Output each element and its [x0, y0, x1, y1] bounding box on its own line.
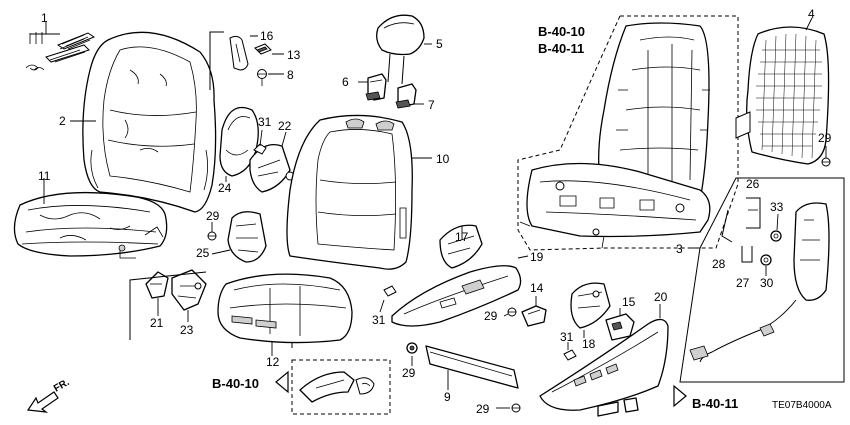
- reference-arrow-left: [275, 370, 289, 394]
- callout-25: 25: [196, 246, 210, 260]
- part-6-headrest-guide-lock: [358, 73, 387, 101]
- part-5-headrest: [376, 14, 432, 85]
- callout-27: 27: [736, 276, 750, 290]
- recliner-handle-reference-box: [291, 359, 391, 415]
- callout-31-a: 31: [258, 115, 272, 129]
- part-2-seatback-cover: [70, 31, 217, 213]
- part-15-power-switch: [605, 308, 635, 341]
- part-22-cover-bracket: [249, 131, 295, 193]
- side-airbag-module: [689, 202, 830, 363]
- callout-4: 4: [808, 7, 815, 21]
- callout-33: 33: [770, 200, 784, 214]
- callout-17: 17: [455, 230, 469, 244]
- part-9-trim-bar: [425, 345, 519, 390]
- callout-10: 10: [436, 152, 450, 166]
- part-29-screw-b: [503, 307, 517, 317]
- callout-31-c: 31: [560, 330, 574, 344]
- part-29-screw-c: [406, 342, 418, 366]
- front-indicator-label: FR.: [52, 377, 72, 395]
- callout-31-b: 31: [372, 313, 386, 327]
- part-20-outer-side-cover: [539, 304, 669, 411]
- callout-11: 11: [38, 169, 51, 183]
- callout-9: 9: [444, 390, 451, 404]
- callout-14: 14: [530, 281, 544, 295]
- part-12-cushion-pad: [129, 271, 353, 356]
- part-25-side-trim: [211, 211, 267, 263]
- callout-29-e: 29: [476, 402, 490, 416]
- part-17-recliner-cover: [439, 224, 483, 269]
- callout-29-c: 29: [484, 309, 498, 323]
- callout-12: 12: [266, 355, 280, 369]
- part-10-seatback-pad: [286, 114, 432, 270]
- part-31-clip-mid: [379, 285, 397, 313]
- diagram-code: TE07B4000A: [772, 400, 832, 411]
- callout-29-d: 29: [402, 366, 416, 380]
- callout-23: 23: [180, 323, 194, 337]
- callout-6: 6: [342, 75, 349, 89]
- callout-8: 8: [287, 68, 294, 82]
- part-26-wire-clip: [746, 197, 761, 229]
- callout-30: 30: [760, 276, 774, 290]
- part-21-trim-cover: [145, 271, 169, 316]
- callout-labels: 1 2 3 4 5 6 7 8 9 10 11 12 13 14 15 16 1…: [38, 7, 832, 416]
- frame-reference-b-40-10: B-40-10: [538, 24, 585, 39]
- knob-reference-parts: [597, 397, 639, 417]
- part-29-screw-d: [496, 403, 521, 413]
- callout-1: 1: [41, 11, 48, 25]
- part-30-nut: [760, 254, 772, 276]
- callout-29-b: 29: [818, 131, 832, 145]
- front-direction-arrow: [26, 391, 59, 413]
- bottom-reference-b-40-10: B-40-10: [212, 376, 259, 391]
- callout-7: 7: [428, 98, 435, 112]
- reference-arrow-right: [673, 384, 687, 408]
- part-4-seatback-panel: [735, 17, 830, 165]
- callout-24: 24: [218, 181, 232, 195]
- part-19-side-cover-outer: [391, 255, 529, 327]
- part-28-wire-clip: [721, 209, 733, 243]
- seat-frame-reference-box: [517, 15, 739, 251]
- callout-16: 16: [260, 29, 274, 43]
- part-11-cushion-cover: [13, 178, 168, 259]
- callout-29-a: 29: [206, 209, 220, 223]
- part-29-screw-a: [207, 222, 217, 241]
- part-7-headrest-guide: [395, 83, 424, 109]
- callout-15: 15: [622, 295, 636, 309]
- bottom-reference-b-40-11: B-40-11: [692, 396, 738, 411]
- callout-19: 19: [530, 250, 544, 264]
- part-31-clip-low: [563, 342, 577, 361]
- part-1-hog-rings: [25, 22, 96, 71]
- callout-5: 5: [436, 37, 443, 51]
- part-31-clip-upper: [253, 129, 267, 155]
- part-18-switch-base: [570, 282, 611, 338]
- callout-13: 13: [287, 48, 301, 62]
- part-29-screw-frame: [821, 146, 831, 167]
- frame-reference-b-40-11: B-40-11: [538, 41, 584, 56]
- callout-28: 28: [712, 257, 726, 271]
- callout-2: 2: [59, 114, 66, 128]
- callout-20: 20: [654, 290, 668, 304]
- part-14-knob: [521, 296, 547, 327]
- part-23-cover: [171, 269, 207, 322]
- callout-26: 26: [746, 177, 760, 191]
- callout-22: 22: [278, 119, 292, 133]
- callout-21: 21: [150, 316, 164, 330]
- callout-18: 18: [582, 337, 596, 351]
- part-33-nut: [770, 213, 782, 242]
- part-3-group-box: [679, 177, 845, 383]
- parts-16-13-8-box: [209, 31, 284, 90]
- part-27-wire-clip: [741, 246, 753, 263]
- callout-3: 3: [676, 242, 683, 256]
